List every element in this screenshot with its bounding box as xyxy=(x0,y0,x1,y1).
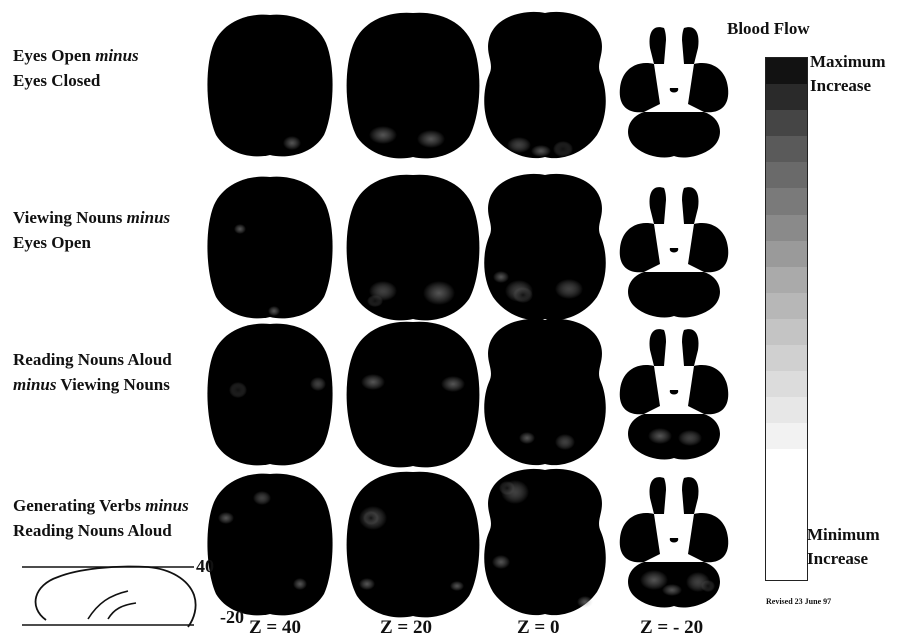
color-scale-band-2 xyxy=(766,84,807,110)
column-label-z20: Z = 20 xyxy=(380,617,432,639)
color-scale-band-18 xyxy=(766,502,807,528)
color-scale-band-7 xyxy=(766,215,807,241)
color-scale-band-1 xyxy=(766,58,807,84)
slice-r2-zm20 xyxy=(620,187,729,317)
color-scale-band-4 xyxy=(766,136,807,162)
slice-r3-z0 xyxy=(484,319,606,465)
color-scale-band-8 xyxy=(766,241,807,267)
slice-r4-z0 xyxy=(484,469,606,615)
inset-label-40: 40 xyxy=(196,556,214,577)
slice-r2-z40 xyxy=(207,177,332,319)
color-scale-band-20 xyxy=(766,554,807,580)
blood-flow-color-scale xyxy=(765,57,808,581)
color-scale-band-9 xyxy=(766,267,807,293)
legend-title: Blood Flow xyxy=(727,19,810,39)
column-label-z0: Z = 0 xyxy=(517,617,560,639)
color-scale-band-17 xyxy=(766,476,807,502)
slice-r2-z20 xyxy=(347,175,480,321)
revised-date: Revised 23 June 97 xyxy=(766,597,831,606)
color-scale-band-3 xyxy=(766,110,807,136)
slice-r3-z40 xyxy=(207,324,332,466)
slice-r3-zm20 xyxy=(620,329,729,459)
color-scale-band-10 xyxy=(766,293,807,319)
slice-r1-zm20 xyxy=(620,27,729,157)
legend-min-label: Minimum Increase xyxy=(807,523,880,571)
color-scale-band-11 xyxy=(766,319,807,345)
slice-r2-z0 xyxy=(484,174,606,320)
slice-r4-z20 xyxy=(347,472,480,618)
color-scale-band-5 xyxy=(766,162,807,188)
column-label-zm20: Z = - 20 xyxy=(640,617,703,639)
column-label-z40: Z = 40 xyxy=(249,617,301,639)
legend-max-label: Maximum Increase xyxy=(810,50,886,98)
color-scale-band-12 xyxy=(766,345,807,371)
slice-r1-z40 xyxy=(207,15,332,157)
color-scale-band-16 xyxy=(766,449,807,475)
slice-r4-zm20 xyxy=(620,477,729,607)
color-scale-band-14 xyxy=(766,397,807,423)
inset-label-minus20: -20 xyxy=(220,607,244,628)
color-scale-band-13 xyxy=(766,371,807,397)
slice-r1-z20 xyxy=(347,13,480,159)
slice-r1-z0 xyxy=(484,12,606,158)
slice-r3-z20 xyxy=(347,322,480,468)
color-scale-band-19 xyxy=(766,528,807,554)
color-scale-band-6 xyxy=(766,188,807,214)
color-scale-band-15 xyxy=(766,423,807,449)
